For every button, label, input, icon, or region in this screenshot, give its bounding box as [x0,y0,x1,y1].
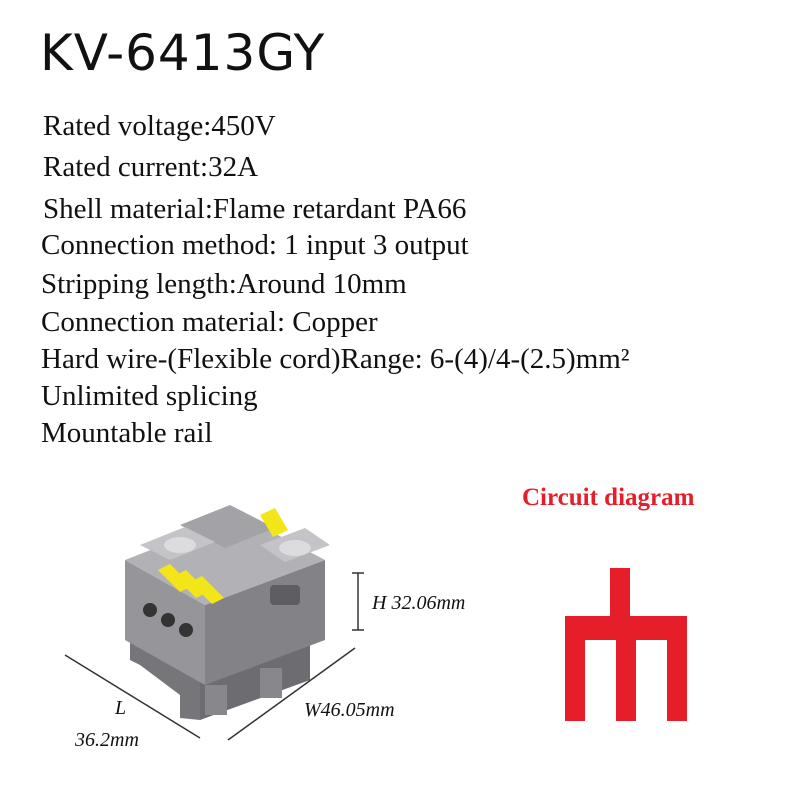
product-title: KV-6413GY [40,24,326,82]
spec-shell-material: Shell material:Flame retardant PA66 [43,193,467,225]
circuit-diagram-title: Circuit diagram [522,484,695,511]
terminal-block-image [125,505,330,720]
spec-connection-material: Connection material: Copper [41,306,378,338]
dimension-length-value: 36.2mm [75,729,139,751]
spec-rated-current: Rated current:32A [43,151,259,183]
dimension-lines [64,572,364,741]
circuit-diagram-symbol [565,568,687,721]
dimension-height: H 32.06mm [372,592,466,614]
dimension-width: W46.05mm [304,699,395,721]
spec-wire-range: Hard wire-(Flexible cord)Range: 6-(4)/4-… [41,343,630,375]
dimension-length-label: L [115,697,127,719]
spec-splicing: Unlimited splicing [41,380,258,412]
spec-rated-voltage: Rated voltage:450V [43,110,276,142]
spec-mounting: Mountable rail [41,417,213,449]
spec-stripping-length: Stripping length:Around 10mm [41,268,407,300]
spec-connection-method: Connection method: 1 input 3 output [41,229,469,261]
